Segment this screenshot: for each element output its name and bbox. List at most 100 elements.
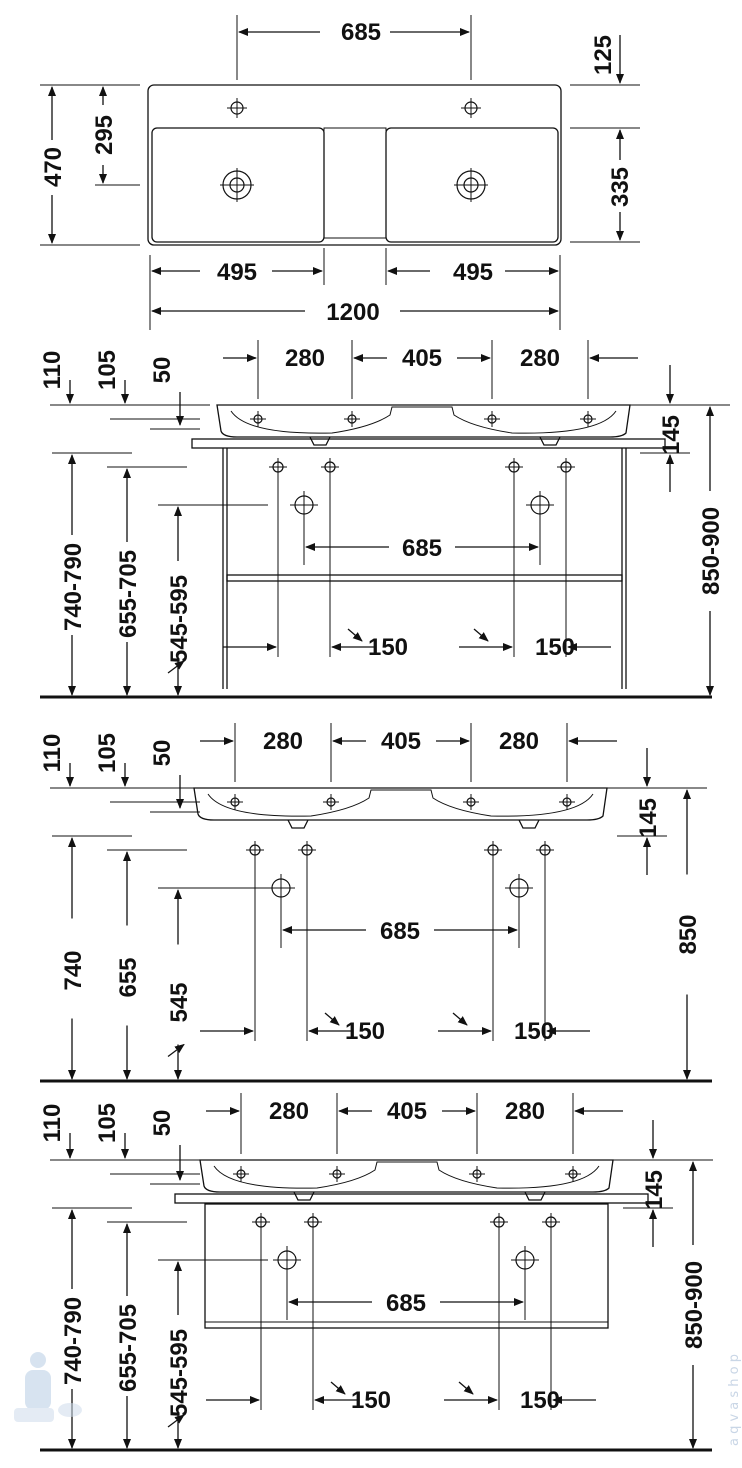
tap-hole-1 xyxy=(250,411,266,427)
supply-hole-3 xyxy=(490,1213,508,1231)
dim-height-2: 545-595 xyxy=(166,575,193,663)
dim-50: 50 xyxy=(149,357,176,384)
dim-110: 110 xyxy=(39,351,66,390)
drain-outlet-2 xyxy=(524,1191,546,1201)
dim-110: 110 xyxy=(39,1104,66,1143)
tap-hole-3 xyxy=(469,1166,485,1182)
dim-offset-right: 150 xyxy=(514,1018,554,1045)
vanity-cabinet xyxy=(204,1203,609,1329)
dim-height-0: 740-790 xyxy=(60,1297,87,1385)
dim-105: 105 xyxy=(94,350,121,390)
dim-width-middle: 405 xyxy=(381,728,421,755)
watermark-text: a q v a s h o p xyxy=(727,1354,742,1446)
supply-hole-2 xyxy=(321,458,339,476)
console-shelf xyxy=(174,1193,649,1204)
dim-rim-height: 145 xyxy=(658,415,685,455)
tap-hole-1 xyxy=(233,1166,249,1182)
dim-width-left: 280 xyxy=(285,345,325,372)
tap-hole-3 xyxy=(484,411,500,427)
tap-hole-1 xyxy=(227,794,243,810)
supply-hole-3 xyxy=(505,458,523,476)
tap-hole-2 xyxy=(344,411,360,427)
dim-50: 50 xyxy=(149,740,176,767)
waste-outlet-2 xyxy=(526,491,554,519)
drain-left xyxy=(220,168,254,202)
drain-outlet-2 xyxy=(518,819,540,829)
dim-height-1: 655 xyxy=(115,957,142,997)
dim-trap-spacing: 685 xyxy=(380,918,420,945)
dim-rim-height: 145 xyxy=(641,1170,668,1210)
dim-bowl-depth: 335 xyxy=(607,167,634,207)
supply-hole-4 xyxy=(557,458,575,476)
supply-hole-4 xyxy=(536,841,554,859)
tap-hole-4 xyxy=(559,794,575,810)
waste-outlet-2 xyxy=(505,874,533,902)
dim-overall-width: 1200 xyxy=(326,299,379,326)
dim-offset-left: 150 xyxy=(345,1018,385,1045)
dim-50: 50 xyxy=(149,1110,176,1137)
waste-outlet-2 xyxy=(511,1246,539,1274)
drain-outlet-1 xyxy=(293,1191,315,1201)
tap-hole-4 xyxy=(580,411,596,427)
supply-hole-1 xyxy=(246,841,264,859)
dim-overall-height: 850-900 xyxy=(698,507,725,595)
dim-105: 105 xyxy=(94,733,121,773)
drain-outlet-1 xyxy=(287,819,309,829)
dim-width-middle: 405 xyxy=(387,1098,427,1125)
dim-trap-spacing: 685 xyxy=(402,535,442,562)
dim-width-right: 280 xyxy=(499,728,539,755)
drain-outlet-2 xyxy=(539,436,561,446)
dim-height-0: 740-790 xyxy=(60,543,87,631)
supply-hole-4 xyxy=(542,1213,560,1231)
vanity-view: 280 405 280 110 105 50 685 150 150 740-790 655-705… xyxy=(39,1093,713,1452)
supply-hole-3 xyxy=(484,841,502,859)
supply-hole-1 xyxy=(252,1213,270,1231)
dim-width-right: 280 xyxy=(505,1098,545,1125)
dim-110: 110 xyxy=(39,734,66,773)
dim-105: 105 xyxy=(94,1103,121,1143)
dim-width-left: 280 xyxy=(269,1098,309,1125)
drain-right xyxy=(454,168,488,202)
dim-offset-right: 150 xyxy=(535,634,575,661)
supply-hole-2 xyxy=(298,841,316,859)
waste-outlet-1 xyxy=(267,874,295,902)
waste-outlet-1 xyxy=(290,491,318,519)
tap-hole-4 xyxy=(565,1166,581,1182)
basin-outline xyxy=(147,84,562,246)
dim-trap-spacing: 685 xyxy=(386,1290,426,1317)
drain-outlet-1 xyxy=(309,436,331,446)
basin-body xyxy=(193,787,608,821)
dim-height-1: 655-705 xyxy=(115,1304,142,1392)
console-crossbar xyxy=(226,574,623,582)
basin-body xyxy=(216,404,631,438)
supply-hole-1 xyxy=(269,458,287,476)
console-shelf xyxy=(191,438,666,449)
watermark-logo xyxy=(14,1352,82,1422)
tap-hole-left xyxy=(227,98,247,118)
dim-offset-right: 150 xyxy=(520,1387,560,1414)
supply-hole-2 xyxy=(304,1213,322,1231)
top-view: 685 125 335 470 295 495 495 xyxy=(40,15,640,330)
dim-width-middle: 405 xyxy=(402,345,442,372)
dim-height-2: 545-595 xyxy=(166,1329,193,1417)
dim-tap-spacing: 685 xyxy=(341,19,381,46)
dim-overall-height: 850-900 xyxy=(681,1261,708,1349)
dim-bowl-width-left: 495 xyxy=(217,259,257,286)
dim-bowl-width-right: 495 xyxy=(453,259,493,286)
dim-rim-height: 145 xyxy=(635,798,662,838)
waste-outlet-1 xyxy=(273,1246,301,1274)
tap-hole-2 xyxy=(323,794,339,810)
dim-depth-total: 470 xyxy=(40,147,67,187)
dim-width-left: 280 xyxy=(263,728,303,755)
dim-tap-to-bowl: 295 xyxy=(91,115,118,155)
tap-hole-2 xyxy=(329,1166,345,1182)
dim-overall-height: 850 xyxy=(675,914,702,954)
dim-offset-left: 150 xyxy=(351,1387,391,1414)
dim-height-0: 740 xyxy=(60,950,87,990)
basin-body xyxy=(199,1159,614,1193)
dim-rim-offset: 125 xyxy=(590,35,617,75)
dim-height-1: 655-705 xyxy=(115,550,142,638)
